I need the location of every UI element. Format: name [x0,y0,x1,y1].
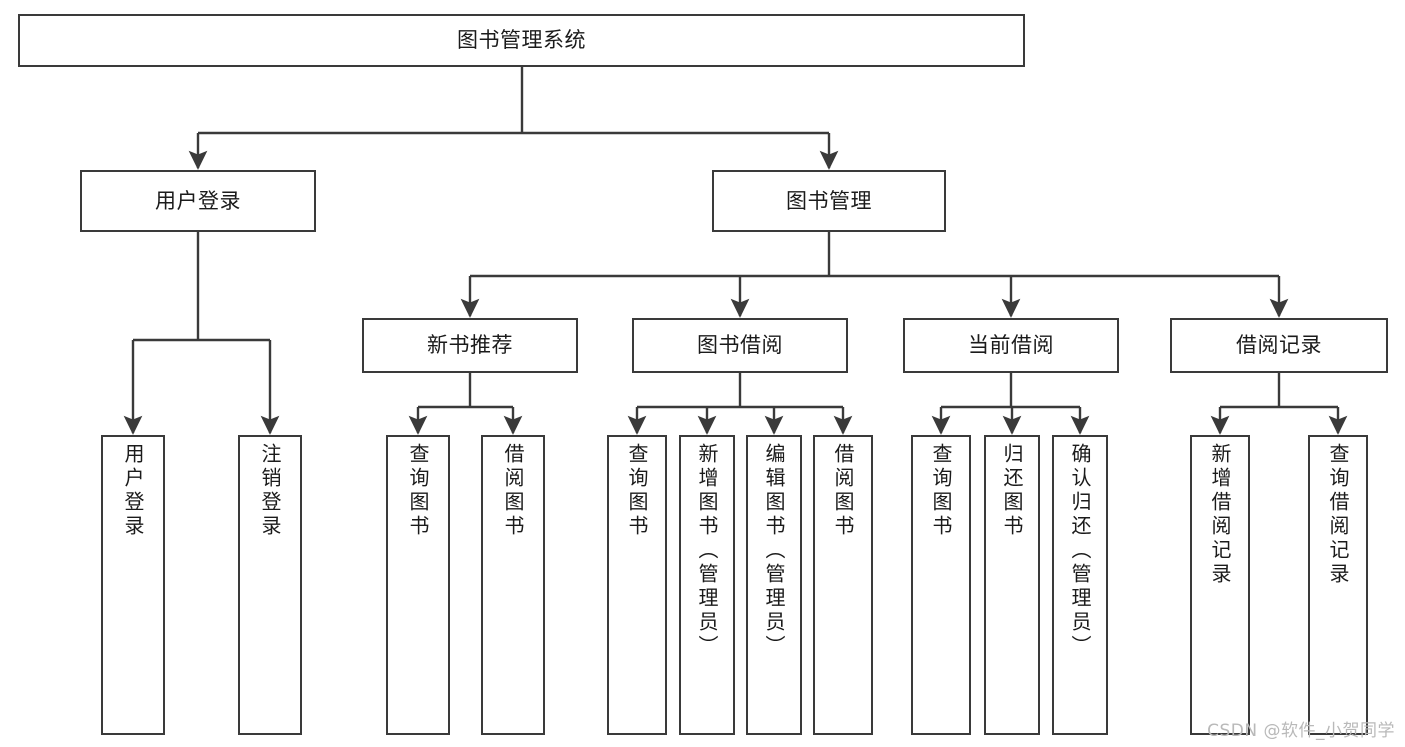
node-label-borrow: 图书借阅 [697,333,783,358]
node-l-q1[interactable]: 查询图书 [386,435,450,735]
node-l-ret[interactable]: 归还图书 [984,435,1040,735]
node-label-l-q1: 查询图书 [406,443,430,539]
node-label-l-login: 用户登录 [121,443,145,539]
node-label-current: 当前借阅 [968,333,1054,358]
node-login[interactable]: 用户登录 [80,170,316,232]
node-label-l-b2: 借阅图书 [831,443,855,539]
node-label-l-qrec: 查询借阅记录 [1326,443,1350,587]
node-l-add[interactable]: 新增图书（管理员） [679,435,735,735]
node-l-addrec[interactable]: 新增借阅记录 [1190,435,1250,735]
node-records[interactable]: 借阅记录 [1170,318,1388,373]
node-label-l-edit: 编辑图书（管理员） [762,443,786,659]
node-l-qrec[interactable]: 查询借阅记录 [1308,435,1368,735]
node-l-conf[interactable]: 确认归还（管理员） [1052,435,1108,735]
node-l-edit[interactable]: 编辑图书（管理员） [746,435,802,735]
node-l-q2[interactable]: 查询图书 [607,435,667,735]
node-label-l-q2: 查询图书 [625,443,649,539]
node-label-l-ret: 归还图书 [1000,443,1024,539]
node-label-login: 用户登录 [155,188,241,213]
node-label-l-add: 新增图书（管理员） [695,443,719,659]
node-root[interactable]: 图书管理系统 [18,14,1025,67]
node-label-bookmgmt: 图书管理 [786,188,872,213]
node-current[interactable]: 当前借阅 [903,318,1119,373]
node-l-b1[interactable]: 借阅图书 [481,435,545,735]
node-l-q3[interactable]: 查询图书 [911,435,971,735]
node-label-l-q3: 查询图书 [929,443,953,539]
node-l-b2[interactable]: 借阅图书 [813,435,873,735]
node-label-root: 图书管理系统 [457,28,586,53]
node-bookmgmt[interactable]: 图书管理 [712,170,946,232]
node-l-logout[interactable]: 注销登录 [238,435,302,735]
node-label-l-conf: 确认归还（管理员） [1068,443,1092,659]
node-newbook[interactable]: 新书推荐 [362,318,578,373]
node-l-login[interactable]: 用户登录 [101,435,165,735]
watermark-text: CSDN @软件_小贺同学 [1207,721,1395,741]
node-borrow[interactable]: 图书借阅 [632,318,848,373]
node-label-records: 借阅记录 [1236,333,1322,358]
node-label-l-addrec: 新增借阅记录 [1208,443,1232,587]
node-label-l-logout: 注销登录 [258,443,282,539]
node-label-l-b1: 借阅图书 [501,443,525,539]
node-label-newbook: 新书推荐 [427,333,513,358]
